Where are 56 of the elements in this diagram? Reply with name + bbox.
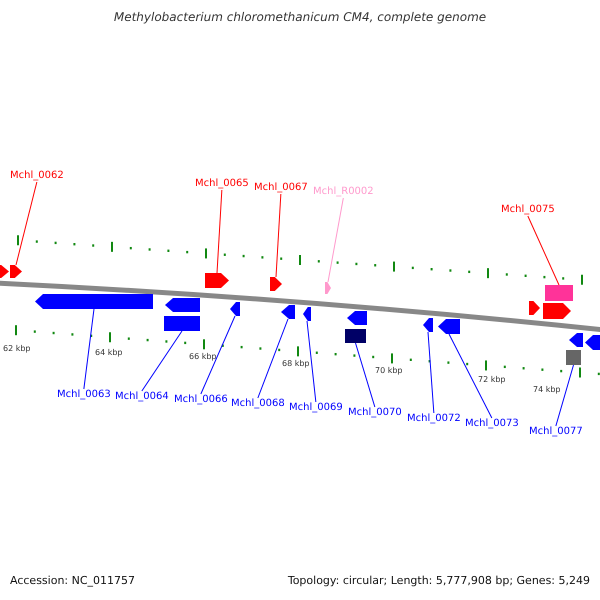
gene-label: Mchl_0065 bbox=[195, 178, 249, 190]
leader-line bbox=[200, 316, 236, 394]
footer-text: Accession: NC_011757 bbox=[10, 574, 136, 587]
gene-label: Mchl_0077 bbox=[529, 426, 583, 438]
gene-label: Mchl_0068 bbox=[231, 398, 285, 410]
gene-feature bbox=[230, 302, 240, 316]
leader-line bbox=[328, 198, 344, 282]
gene-label: Mchl_0062 bbox=[10, 170, 64, 182]
gene-feature bbox=[438, 319, 460, 334]
gene-label: Mchl_R0002 bbox=[313, 186, 374, 198]
gene-box bbox=[164, 316, 200, 331]
leader-line bbox=[83, 308, 94, 390]
leader-line bbox=[355, 342, 376, 408]
leader-line bbox=[276, 194, 282, 278]
gene-label: Mchl_0075 bbox=[501, 204, 555, 216]
gene-label: Mchl_0064 bbox=[115, 391, 169, 403]
leader-line bbox=[448, 334, 492, 418]
scale-label: 62 kbp bbox=[3, 344, 31, 353]
scale-label: 74 kbp bbox=[533, 385, 561, 394]
leader-line bbox=[16, 182, 38, 266]
gene-feature bbox=[281, 305, 295, 319]
leader-line bbox=[428, 332, 434, 414]
gene-feature bbox=[165, 298, 200, 312]
gene-label: Mchl_0066 bbox=[174, 394, 228, 406]
gene-box bbox=[345, 329, 366, 343]
gene-feature bbox=[585, 335, 600, 350]
scale-label: 70 kbp bbox=[375, 366, 403, 375]
gene-label: Mchl_0073 bbox=[465, 418, 519, 430]
scale-label: 72 kbp bbox=[478, 375, 506, 384]
gene-label: Mchl_0069 bbox=[289, 402, 343, 414]
leader-line bbox=[257, 318, 288, 398]
gene-box bbox=[545, 285, 573, 301]
gene-feature bbox=[543, 303, 571, 319]
gene-feature bbox=[10, 265, 22, 278]
gene-box bbox=[566, 350, 581, 365]
leader-line bbox=[555, 364, 574, 426]
title-text: Methylobacterium chloromethanicum CM4, complete genome bbox=[112, 10, 488, 24]
footer-text: Topology: circular; Length: 5,777,908 bp; Genes: 5,249 bbox=[288, 574, 590, 587]
gene-feature bbox=[270, 277, 282, 291]
gene-feature bbox=[569, 333, 583, 347]
gene-feature bbox=[303, 307, 311, 321]
leader-line bbox=[216, 190, 222, 274]
scale-label: 64 kbp bbox=[95, 348, 123, 357]
scale-label: 68 kbp bbox=[282, 359, 310, 368]
gene-feature bbox=[205, 273, 229, 288]
gene-label: Mchl_0063 bbox=[57, 389, 111, 401]
gene-feature bbox=[347, 311, 367, 325]
gene-feature bbox=[35, 294, 153, 309]
gene-label: Mchl_0070 bbox=[348, 407, 402, 419]
scale-label: 66 kbp bbox=[189, 352, 217, 361]
leader-line bbox=[306, 320, 316, 402]
gene-feature bbox=[325, 282, 331, 294]
gene-feature bbox=[529, 301, 540, 315]
gene-label: Mchl_0067 bbox=[254, 182, 308, 194]
gene-feature bbox=[423, 318, 433, 332]
gene-label: Mchl_0072 bbox=[407, 413, 461, 425]
